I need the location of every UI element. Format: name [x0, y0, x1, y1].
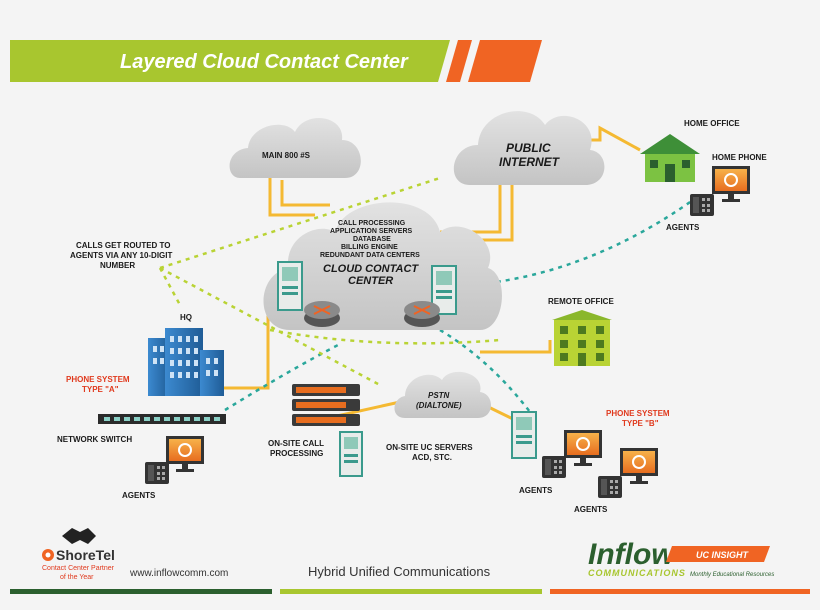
onsite-uc-servers-2: ACD, STC. [412, 453, 452, 462]
desk-phone-icon [542, 456, 566, 478]
desk-phone-icon [145, 462, 169, 484]
lime-links [158, 176, 501, 387]
footer-bar-orange [550, 589, 810, 594]
hq-label: HQ [180, 313, 192, 322]
routing-note-3: NUMBER [100, 261, 135, 270]
cloud-public-internet: PUBLIC INTERNET [453, 111, 605, 185]
link-cloud-homeagents [469, 193, 701, 287]
shoretel-logo: ShoreTel Contact Center Partner of the Y… [42, 528, 115, 581]
cloud-center-label-1: CLOUD CONTACT [323, 263, 419, 275]
desk-phone-icon [690, 194, 714, 216]
pstn-label-1: PSTN [428, 391, 450, 400]
desktop-monitor-icon [166, 436, 204, 472]
house-icon [640, 134, 700, 182]
server-tower-icon [339, 431, 363, 477]
communications-label: COMMUNICATIONS [588, 568, 686, 578]
agents-b1-label: AGENTS [519, 486, 553, 495]
onsite-call-processing-2: PROCESSING [270, 449, 323, 458]
phone-system-b-1: PHONE SYSTEM [606, 409, 670, 418]
network-switch-label: NETWORK SWITCH [57, 435, 132, 444]
phone-system-a-2: TYPE "A" [82, 385, 119, 394]
link-internet-cloud-2 [440, 180, 502, 234]
handshake-icon [62, 528, 96, 544]
phone-system-a-1: PHONE SYSTEM [66, 375, 130, 384]
link-note-internet [159, 176, 441, 270]
internet-label-1: PUBLIC [506, 141, 551, 155]
link-cloud-remote [480, 340, 552, 354]
inflow-wordmark: Inflow [588, 538, 676, 571]
link-note-hq [158, 267, 182, 306]
rack-server-icon [292, 384, 360, 426]
link-cloud-hq [222, 300, 270, 390]
inflow-logo: Inflow UC INSIGHT COMMUNICATIONS Monthly… [588, 538, 774, 578]
routing-note-2: AGENTS VIA ANY 10-DIGIT [70, 251, 173, 260]
office-building-icon [552, 310, 612, 366]
link-note-remote [269, 328, 501, 345]
home-phone-label: HOME PHONE [712, 153, 767, 162]
cloud-pstn: PSTN (DIALTONE) [394, 371, 492, 418]
service-database: DATABASE [353, 236, 391, 243]
agents-hq-label: AGENTS [122, 491, 156, 500]
server-tower-icon [511, 411, 537, 459]
page-title: Layered Cloud Contact Center [120, 51, 409, 73]
footer-bar-green [10, 589, 272, 594]
service-billing: BILLING ENGINE [341, 244, 398, 251]
cloud-center-label-2: CENTER [348, 275, 393, 287]
desktop-monitor-icon [712, 166, 750, 202]
service-redundant: REDUNDANT DATA CENTERS [320, 252, 420, 259]
router-icon [404, 301, 440, 327]
internet-label-2: INTERNET [499, 155, 561, 169]
routing-note-1: CALLS GET ROUTED TO [76, 241, 171, 250]
uc-insight-badge [666, 546, 770, 562]
router-icon [304, 301, 340, 327]
educational-label: Monthly Educational Resources [690, 572, 774, 578]
shoretel-wordmark: ShoreTel [56, 547, 115, 563]
agents-home-label: AGENTS [666, 223, 700, 232]
onsite-uc-servers-1: ON-SITE UC SERVERS [386, 443, 473, 452]
title-banner: Layered Cloud Contact Center [10, 40, 542, 82]
main800-label: MAIN 800 #S [262, 151, 311, 160]
footer-bar-lime [280, 589, 542, 594]
network-switch-icon [98, 414, 226, 424]
link-note-pstn [159, 266, 381, 387]
link-hq-cloud [224, 343, 339, 412]
desk-phone-icon [598, 476, 622, 498]
remote-office-label: REMOTE OFFICE [548, 297, 614, 306]
service-call-processing: CALL PROCESSING [338, 220, 406, 227]
shoretel-award-2: of the Year [60, 574, 94, 581]
teal-links [224, 193, 701, 413]
footer-tagline: Hybrid Unified Communications [308, 564, 491, 579]
service-app-servers: APPLICATION SERVERS [330, 228, 413, 235]
agents-b2-label: AGENTS [574, 505, 608, 514]
shoretel-swirl-icon [42, 549, 54, 561]
desktop-monitor-icon [564, 430, 602, 466]
website-link[interactable]: www.inflowcomm.com [129, 568, 228, 579]
skyscraper-icon [148, 328, 224, 396]
home-office-label: HOME OFFICE [684, 119, 740, 128]
shoretel-award-1: Contact Center Partner [42, 565, 115, 572]
phone-system-b-2: TYPE "B" [622, 419, 659, 428]
link-main800-cloud [268, 175, 315, 217]
server-tower-icon [277, 261, 303, 311]
desktop-monitor-icon [620, 448, 658, 484]
pstn-label-2: (DIALTONE) [416, 401, 462, 410]
cloud-main800: MAIN 800 #S [229, 118, 361, 178]
onsite-call-processing-1: ON-SITE CALL [268, 439, 324, 448]
uc-insight-label: UC INSIGHT [696, 550, 750, 560]
link-main800-cloud-2 [280, 180, 330, 207]
link-cloud-siteb [439, 328, 531, 413]
